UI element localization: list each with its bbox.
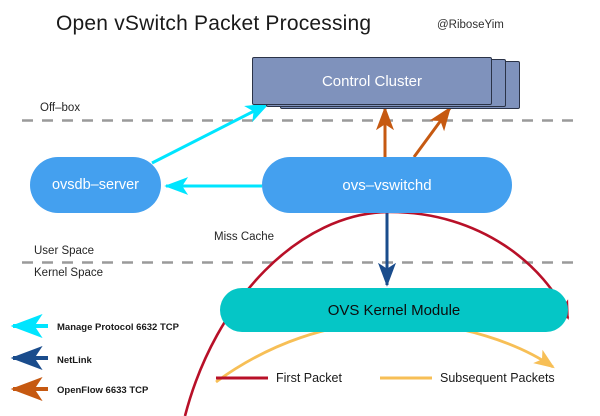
author-handle: @RiboseYim <box>437 19 504 31</box>
legend-label-first-packet: First Packet <box>276 371 342 385</box>
zone-label-off-box: Off–box <box>40 102 81 114</box>
annotation-miss-cache: Miss Cache <box>214 231 275 243</box>
node-ovsdb-server[interactable]: ovsdb–server <box>30 157 161 213</box>
node-control-cluster[interactable]: Control Cluster <box>252 57 520 109</box>
arrow-ovsdb-to-control-cluster <box>151 102 270 165</box>
legend-label-netlink: NetLink <box>57 355 92 366</box>
node-label-ovs-kernel-module: OVS Kernel Module <box>327 301 461 319</box>
node-label-ovs-vswitchd: ovs–vswitchd <box>342 176 432 194</box>
zone-label-kernel-space: Kernel Space <box>34 267 104 279</box>
legend-label-subsequent-packets: Subsequent Packets <box>440 371 555 385</box>
zone-label-user-space: User Space <box>34 245 95 257</box>
arrow-vswitchd-to-cluster-diagonal <box>412 106 452 158</box>
node-ovs-kernel-module[interactable]: OVS Kernel Module <box>220 288 568 332</box>
legend-label-manage-protocol: Manage Protocol 6632 TCP <box>57 322 179 333</box>
node-label-ovsdb-server: ovsdb–server <box>51 177 140 193</box>
node-ovs-vswitchd[interactable]: ovs–vswitchd <box>262 157 512 213</box>
node-label-control-cluster: Control Cluster <box>321 72 423 90</box>
control-cluster-layer-front: Control Cluster <box>252 57 492 105</box>
page-title: Open vSwitch Packet Processing <box>56 12 372 35</box>
legend-label-openflow: OpenFlow 6633 TCP <box>57 385 149 396</box>
